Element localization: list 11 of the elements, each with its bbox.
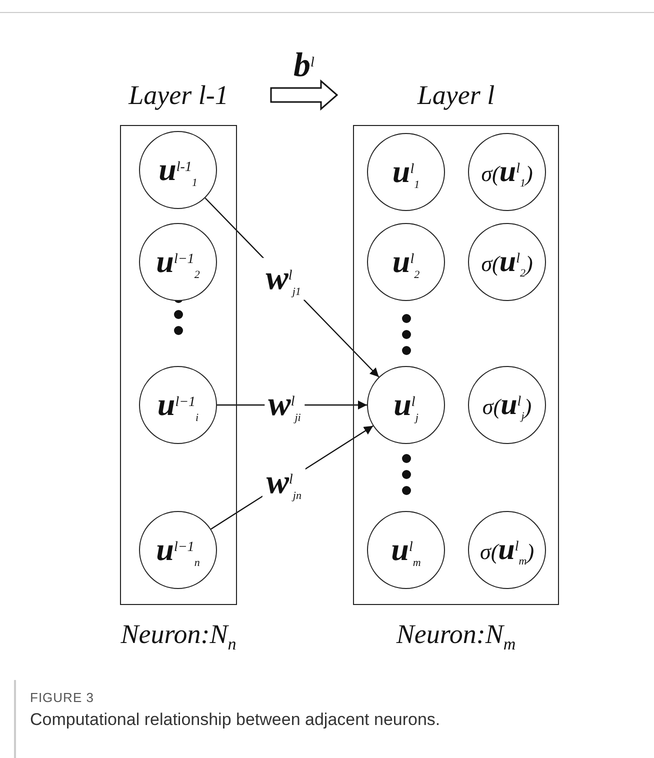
neuron-count: Neuron:N$_{n}$ — [120, 619, 236, 654]
neuron-label: σ(u$^{l}$$_{m}$) — [480, 532, 534, 568]
neuron-count: Neuron:N$_{m}$ — [396, 619, 516, 654]
neuron-label: σ(u$^{l}$$_{2}$) — [481, 244, 533, 280]
layer-heading: Layer l-1 — [128, 79, 228, 112]
figure-number: FIGURE 3 — [30, 690, 94, 705]
neuron-label: σ(u$^{l}$$_{j}$) — [482, 388, 532, 422]
block-arrow — [270, 79, 338, 111]
layer-heading: Layer l — [417, 79, 495, 112]
caption: Computational relationship between adjacent neurons. — [30, 710, 440, 730]
neuron-label: σ(u$^{l}$$_{1}$) — [481, 154, 533, 190]
